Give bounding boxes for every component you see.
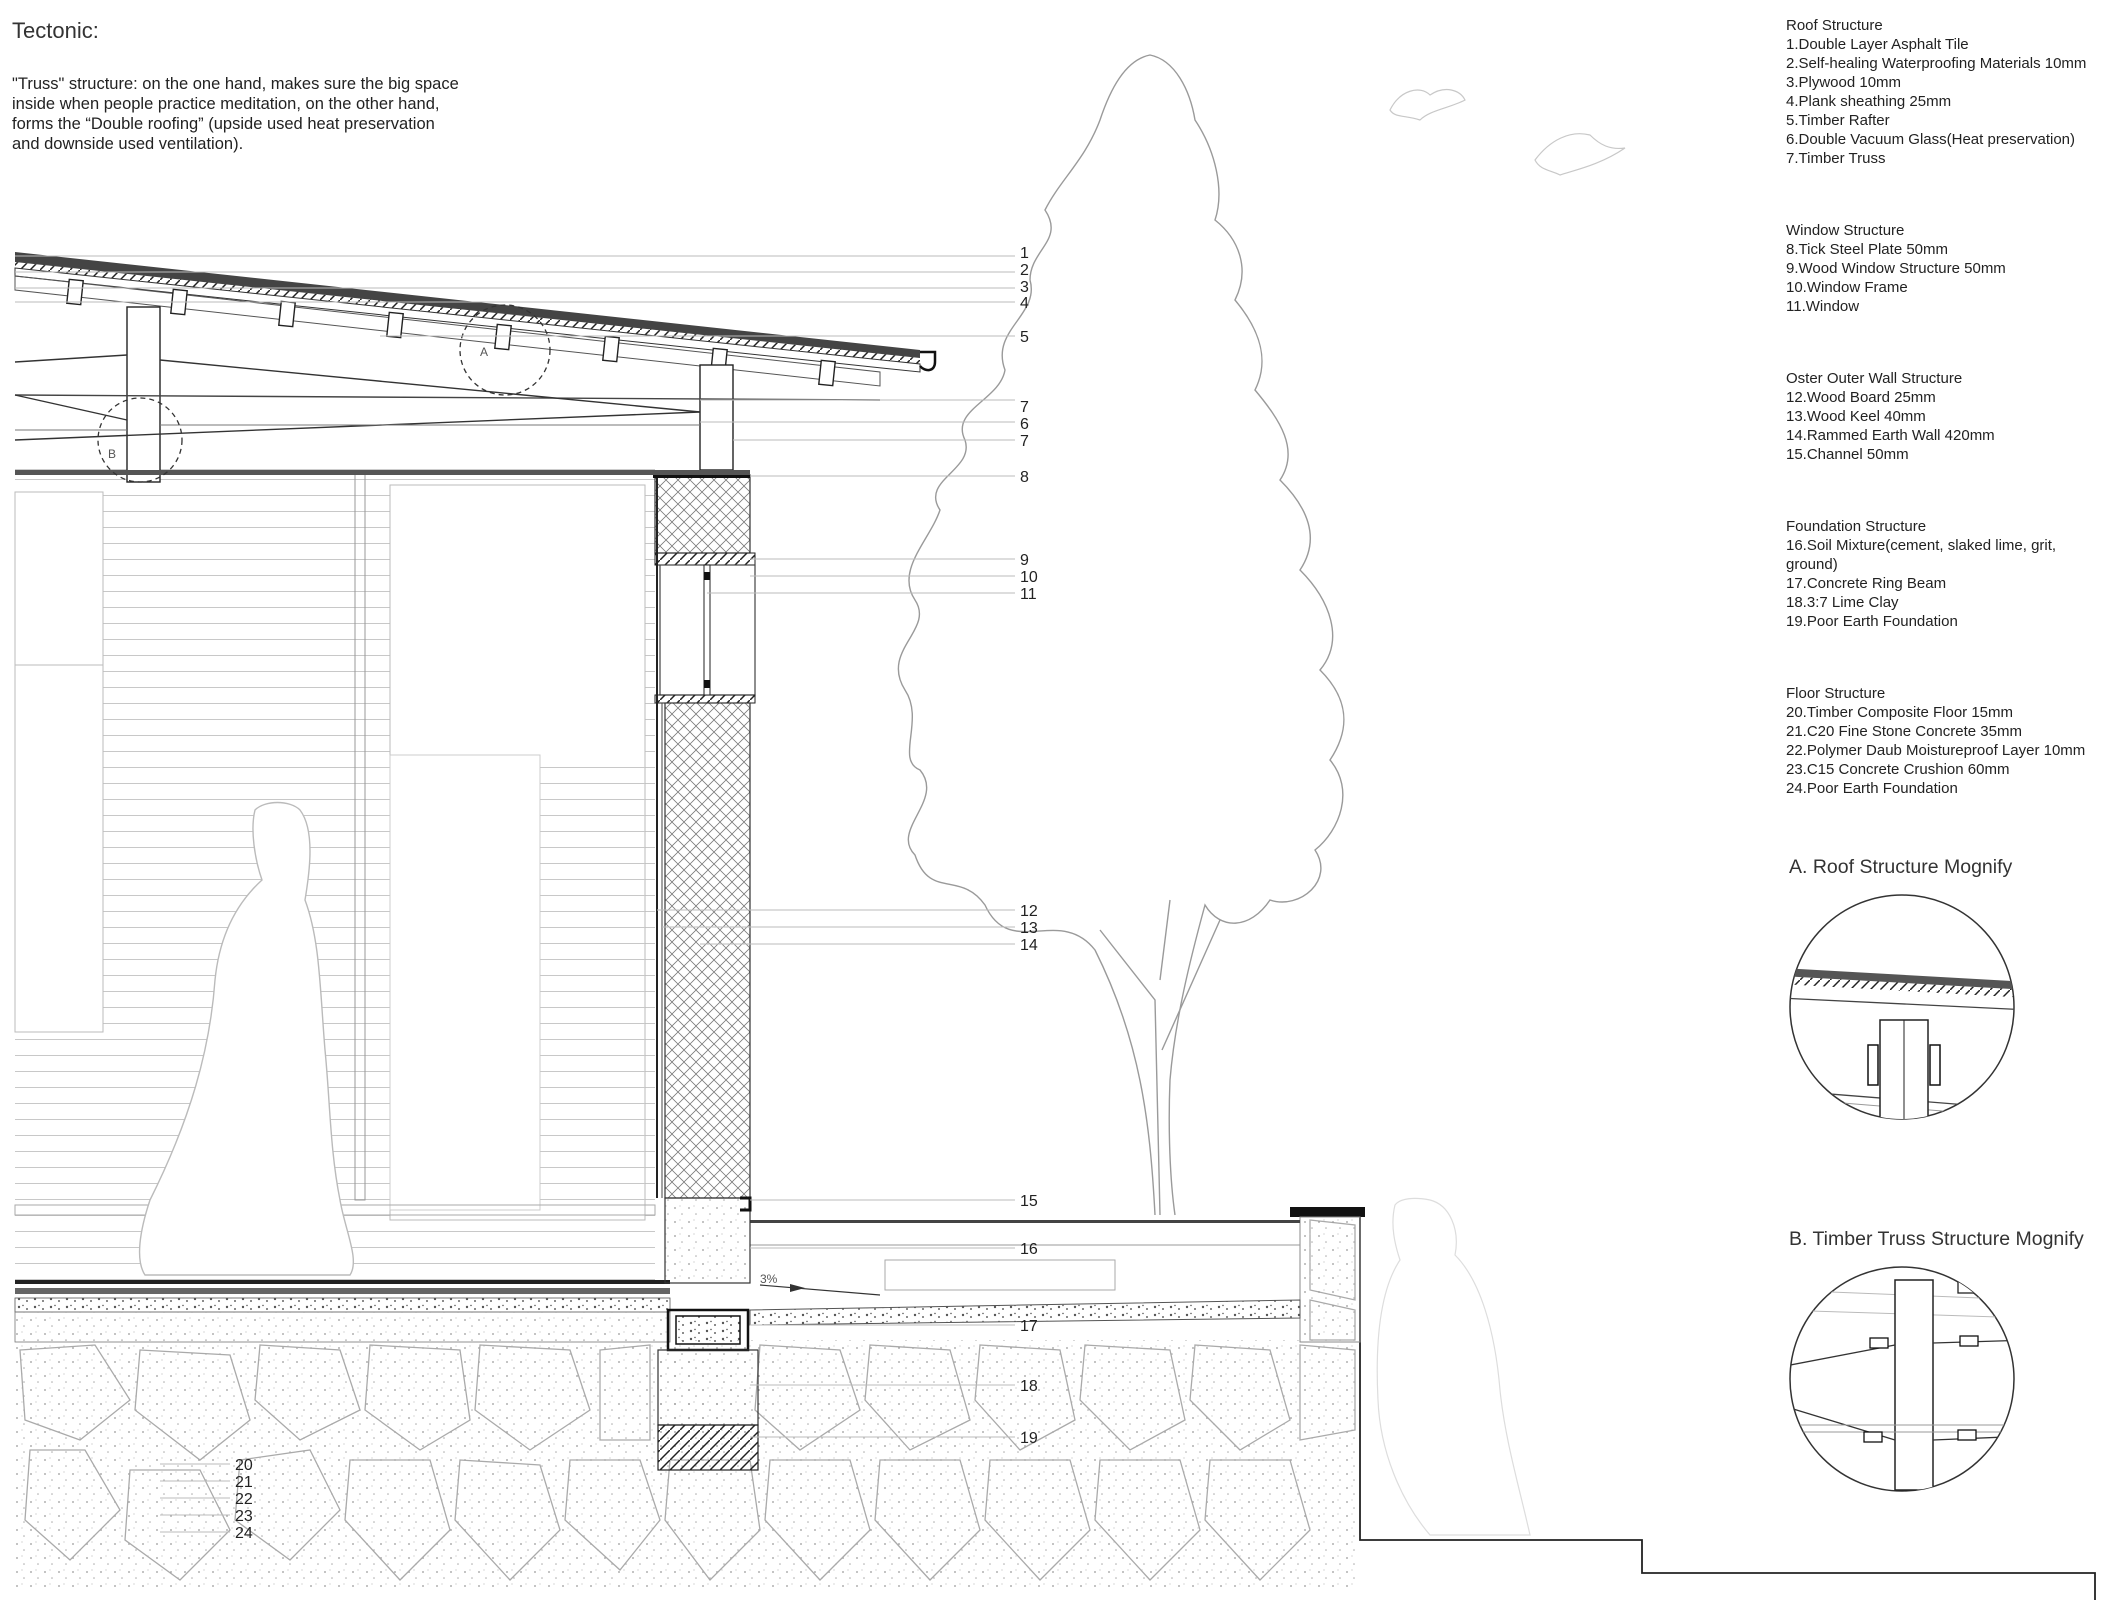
legend-item: 10.Window Frame — [1786, 279, 1908, 296]
legend-item: 8.Tick Steel Plate 50mm — [1786, 241, 1949, 258]
callout-18: 18 — [1020, 1378, 1038, 1395]
legend-item: 19.Poor Earth Foundation — [1786, 613, 1958, 630]
legend-item: 12.Wood Board 25mm — [1786, 389, 1936, 406]
legend-item: 6.Double Vacuum Glass(Heat preservation) — [1786, 131, 2076, 148]
legend-item: 5.Timber Rafter — [1786, 112, 1890, 129]
legend-item: 22.Polymer Daub Moistureproof Layer 10mm — [1786, 742, 2086, 759]
rammed-earth-wall — [653, 470, 759, 1471]
callout-12: 12 — [1020, 903, 1038, 920]
callout-16: 16 — [1020, 1241, 1038, 1258]
callout-3: 3 — [1020, 279, 1029, 296]
callout-19: 19 — [1020, 1430, 1038, 1447]
legend-item: 2.Self-healing Waterproofing Materials 1… — [1786, 55, 2087, 72]
legend-item: 23.C15 Concrete Crushion 60mm — [1786, 761, 2010, 778]
detail-a-marker-circle — [459, 304, 551, 396]
legend-heading: Oster Outer Wall Structure — [1786, 370, 1963, 387]
callout-10: 10 — [1020, 569, 1038, 586]
floor-callouts: 20 21 22 23 24 — [160, 1457, 253, 1542]
legend-heading: Foundation Structure — [1786, 518, 1927, 535]
legend-floor: Floor Structure 20.Timber Composite Floo… — [1786, 684, 2126, 798]
legend-item: 21.C20 Fine Stone Concrete 35mm — [1786, 723, 2022, 740]
legend-outer-wall: Oster Outer Wall Structure 12.Wood Board… — [1786, 369, 2126, 464]
legend-item: 24.Poor Earth Foundation — [1786, 780, 1958, 797]
legend-window: Window Structure 8.Tick Steel Plate 50mm… — [1786, 221, 2126, 316]
callout-13: 13 — [1020, 920, 1038, 937]
legend-item: 15.Channel 50mm — [1786, 446, 1909, 463]
intro-paragraph: "Truss" structure: on the one hand, make… — [12, 75, 459, 153]
legend-item: 18.3:7 Lime Clay — [1786, 594, 1899, 611]
exterior-grade — [749, 1220, 1301, 1326]
leader-lines — [15, 255, 1015, 1438]
callout-20: 20 — [235, 1457, 253, 1474]
callout-17: 17 — [1020, 1318, 1038, 1335]
legend-item: 1.Double Layer Asphalt Tile — [1786, 36, 1969, 53]
legend-item: 7.Timber Truss — [1786, 150, 1886, 167]
legend-heading: Floor Structure — [1786, 685, 1886, 702]
bird-outlines — [1389, 88, 1626, 176]
legend-item: 3.Plywood 10mm — [1786, 74, 1902, 91]
slope-label: 3% — [760, 1272, 778, 1286]
roof-magnify-circle — [1789, 894, 2015, 1120]
legend-item: 4.Plank sheathing 25mm — [1786, 93, 1952, 110]
tree-outline — [897, 54, 1345, 1216]
callout-14: 14 — [1020, 937, 1038, 954]
truss-magnify-circle — [1789, 1266, 2015, 1492]
legend-foundation: Foundation Structure 16.Soil Mixture(cem… — [1786, 517, 2126, 631]
legend-item: 17.Concrete Ring Beam — [1786, 575, 1947, 592]
detail-a-marker: A — [480, 345, 488, 359]
person-silhouette-right — [1376, 1197, 1531, 1536]
callout-22: 22 — [235, 1491, 253, 1508]
callout-6: 6 — [1020, 416, 1029, 433]
roof-assembly — [14, 252, 937, 483]
legend-item: 20.Timber Composite Floor 15mm — [1786, 704, 2014, 721]
detail-b-marker: B — [108, 447, 116, 461]
page-title: Tectonic: — [12, 18, 99, 43]
callout-11: 11 — [1020, 586, 1037, 603]
callout-23: 23 — [235, 1508, 253, 1525]
person-silhouette — [138, 801, 354, 1276]
callout-15: 15 — [1020, 1193, 1038, 1210]
callout-1: 1 — [1020, 245, 1029, 262]
callout-7a: 7 — [1020, 399, 1029, 416]
callout-21: 21 — [235, 1474, 253, 1491]
callout-5: 5 — [1020, 329, 1029, 346]
callout-9: 9 — [1020, 552, 1029, 569]
terrain-step-line — [1359, 1215, 2096, 1600]
detail-b-marker-circle — [97, 397, 183, 483]
interior-cladding — [14, 469, 656, 1280]
legend-item: 16.Soil Mixture(cement, slaked lime, gri… — [1786, 537, 2057, 573]
legend-item: 14.Rammed Earth Wall 420mm — [1786, 427, 1995, 444]
legend-heading: Roof Structure — [1786, 17, 1883, 34]
roof-magnify-title: A. Roof Structure Mognify — [1789, 856, 2013, 878]
callout-8: 8 — [1020, 469, 1029, 486]
material-legend: Roof Structure 1.Double Layer Asphalt Ti… — [1786, 16, 2126, 851]
callout-numbers: 1 2 3 4 5 7 6 7 8 9 10 11 12 13 14 15 16… — [760, 245, 1038, 1447]
legend-roof: Roof Structure 1.Double Layer Asphalt Ti… — [1786, 16, 2126, 168]
retaining-wall-cap — [1290, 1207, 1365, 1217]
legend-item: 13.Wood Keel 40mm — [1786, 408, 1926, 425]
legend-item: 11.Window — [1786, 298, 1860, 315]
callout-24: 24 — [235, 1525, 253, 1542]
callout-2: 2 — [1020, 262, 1029, 279]
interior-floor-layers — [14, 1280, 671, 1343]
callout-7b: 7 — [1020, 433, 1029, 450]
legend-item: 9.Wood Window Structure 50mm — [1786, 260, 2006, 277]
callout-4: 4 — [1020, 295, 1029, 312]
legend-heading: Window Structure — [1786, 222, 1905, 239]
truss-magnify-title: B. Timber Truss Structure Mognify — [1789, 1228, 2084, 1250]
